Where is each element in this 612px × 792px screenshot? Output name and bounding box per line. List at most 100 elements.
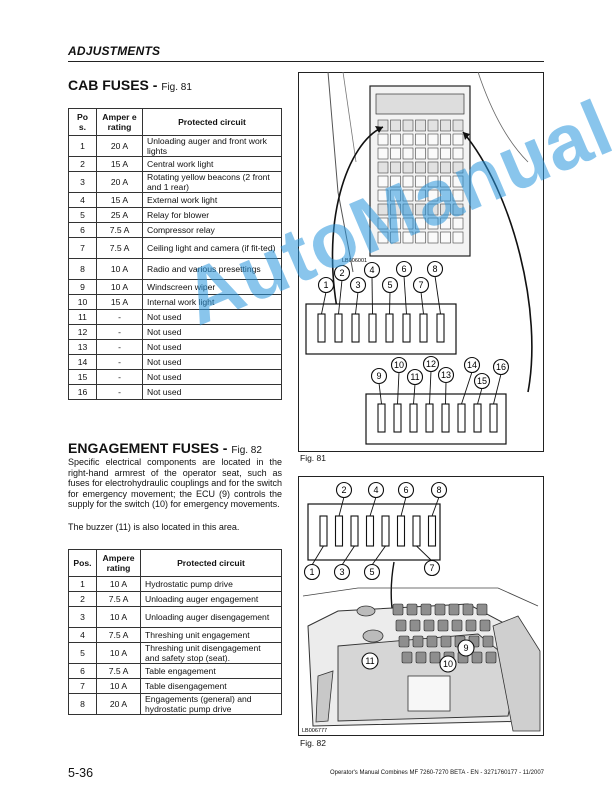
cell-ampere: - — [96, 339, 143, 355]
callout-circle — [439, 655, 457, 673]
engagement-fuses-heading: ENGAGEMENT FUSES - Fig. 82 — [68, 440, 262, 456]
leader-line — [431, 496, 440, 517]
callout-number: 3 — [355, 280, 360, 290]
relay-slot — [390, 161, 401, 174]
callout-label: 8 — [430, 481, 448, 499]
control-key — [434, 603, 446, 616]
cell-circuit: Table engagement — [140, 663, 282, 679]
callout-number: 2 — [339, 268, 344, 278]
control-key — [437, 619, 449, 632]
table-row: 13-Not used — [68, 339, 282, 355]
leader-line — [397, 371, 400, 405]
cell-pos: 15 — [68, 369, 97, 385]
fuse-block-1-8 — [305, 303, 457, 355]
control-key — [479, 619, 491, 632]
page-number: 5-36 — [68, 766, 94, 780]
callout-number: 4 — [369, 265, 374, 275]
relay-slot — [390, 147, 401, 160]
leader-line — [400, 496, 407, 517]
leader-line — [461, 371, 473, 405]
relay-slot — [440, 147, 451, 160]
leader-line — [434, 275, 441, 315]
leader-line — [338, 279, 343, 315]
callout-label: 2 — [335, 481, 353, 499]
leader-line — [338, 496, 345, 517]
callout-circle — [437, 366, 455, 384]
callout-label: 11 — [406, 368, 424, 386]
relay-slot — [440, 217, 451, 230]
armrest-photo — [302, 587, 541, 732]
callout-number: 1 — [323, 280, 328, 290]
relay-slot — [402, 189, 414, 202]
callout-circle — [412, 276, 430, 294]
control-key — [471, 651, 483, 664]
relay-slot — [390, 133, 401, 146]
callout-label: 4 — [367, 481, 385, 499]
relay-slot — [452, 175, 464, 188]
fuse — [365, 515, 375, 547]
callout-number: 7 — [429, 563, 434, 573]
relay-slot — [427, 203, 439, 216]
relay-slot — [415, 203, 426, 216]
control-key — [423, 619, 435, 632]
cell-ampere: 7.5 A — [96, 237, 143, 259]
eng-col-ampere: Ampere rating — [96, 549, 141, 577]
fuse — [351, 313, 360, 343]
callout-label: 6 — [397, 481, 415, 499]
leader-line — [311, 545, 324, 566]
callout-number: 5 — [369, 567, 374, 577]
engagement-paragraph: Specific electrical components are locat… — [68, 457, 282, 510]
callout-circle — [335, 481, 353, 499]
leader-line — [420, 291, 424, 315]
engagement-fuses-title: ENGAGEMENT FUSES - — [68, 440, 232, 456]
callout-label: 3 — [333, 563, 351, 581]
callout-number: 4 — [373, 485, 378, 495]
relay-slot — [440, 133, 451, 146]
callout-circle — [303, 563, 321, 581]
callout-number: 10 — [394, 360, 404, 370]
cell-ampere: 10 A — [96, 279, 143, 295]
cab-fuses-title: CAB FUSES - — [68, 77, 162, 93]
cell-circuit: Rotating yellow beacons (2 front and 1 r… — [142, 171, 282, 193]
document-reference: Operator's Manual Combines MF 7260-7270 … — [329, 770, 544, 776]
relay-slot — [415, 231, 426, 244]
cell-circuit: Hydrostatic pump drive — [140, 576, 282, 592]
callout-label: 10 — [439, 655, 457, 673]
callout-circle — [397, 481, 415, 499]
cell-ampere: 20 A — [96, 171, 143, 193]
cell-ampere: 7.5 A — [96, 222, 143, 238]
cell-ampere: 15 A — [96, 294, 143, 310]
relay-slot — [377, 175, 389, 188]
callout-label: 1 — [303, 563, 321, 581]
cell-circuit: Not used — [142, 354, 282, 370]
control-key — [412, 635, 424, 648]
callout-circle — [473, 372, 491, 390]
fuse — [350, 515, 359, 547]
relay-slot — [415, 161, 426, 174]
cell-pos: 11 — [68, 309, 97, 325]
fuse — [396, 515, 406, 547]
relay-slot — [402, 133, 414, 146]
fuse — [393, 403, 402, 433]
table-row: 14-Not used — [68, 354, 282, 370]
cell-pos: 9 — [68, 279, 97, 295]
table-row: 16-Not used — [68, 384, 282, 400]
fig82-code: LB006777 — [302, 728, 327, 734]
relay-slot — [402, 203, 414, 216]
leader-line — [477, 387, 483, 405]
control-key — [462, 603, 474, 616]
relay-slot — [390, 231, 401, 244]
callout-circle — [390, 356, 408, 374]
cell-circuit: Table disengagement — [140, 678, 282, 694]
leader-line — [341, 545, 355, 566]
relay-slot — [452, 147, 464, 160]
callout-label: 15 — [473, 372, 491, 390]
relay-slot — [377, 119, 389, 132]
control-key — [448, 603, 460, 616]
